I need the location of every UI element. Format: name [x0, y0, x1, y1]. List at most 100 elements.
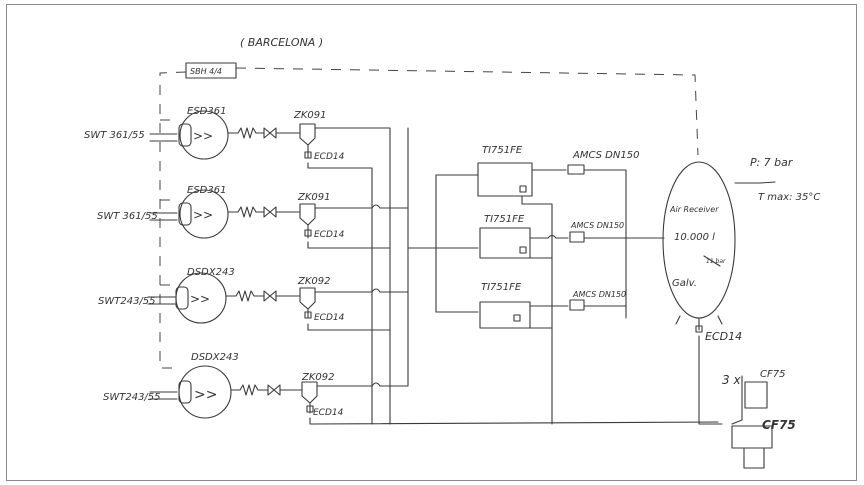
dryer-3-body — [479, 301, 531, 329]
dryer-unit-1: TI751FE AMCS DN150 — [435, 145, 639, 319]
receiver-sensor-icon — [695, 325, 703, 333]
receiver-legs — [675, 315, 723, 325]
controller-3-icon — [569, 299, 585, 311]
dryer-1-label: TI751FE — [482, 145, 523, 156]
compressor-2-sensor-label: ECD14 — [314, 230, 345, 240]
compressor-3-drain-label: ZK092 — [297, 276, 331, 287]
filter-bottom-label: CF75 — [762, 418, 796, 432]
compressor-2-switch-label: SWT 361/55 — [97, 211, 158, 222]
compressor-2-drain-icon — [299, 203, 316, 226]
compressor-4-name: DSDX243 — [191, 352, 239, 363]
controller-1-label: AMCS DN150 — [572, 150, 639, 161]
compressor-2-drain-label: ZK091 — [297, 192, 331, 203]
compressor-3-switch-label: SWT243/55 — [98, 296, 156, 307]
compressor-1-outlet-line — [314, 127, 391, 301]
compressor-1-switch-label: SWT 361/55 — [84, 130, 145, 141]
pressure-label: P: 7 bar — [750, 156, 794, 169]
compressor-3-valve-icon — [263, 290, 277, 302]
dryer-unit-2: TI751FE AMCS DN150 — [435, 214, 665, 259]
compressor-2-hose — [227, 206, 265, 218]
receiver-line-3: 11 bar — [706, 258, 726, 265]
control-dashed-line-top — [235, 67, 699, 156]
dryer-3-label: TI751FE — [481, 282, 522, 293]
compressor-1-sensor-label: ECD14 — [314, 152, 345, 162]
compressor-3-motor — [175, 286, 189, 310]
filter-count-label: 3 x — [722, 373, 741, 387]
location-label: ( BARCELONA ) — [240, 36, 323, 49]
compressor-1-feed-lines — [149, 133, 178, 142]
compressor-1-hose — [227, 127, 265, 139]
compressor-4-outlet-line — [316, 127, 409, 387]
compressor-4-symbol: >> — [194, 387, 217, 403]
compressor-3-name: DSDX243 — [187, 267, 235, 278]
diagram-frame — [6, 4, 857, 481]
filter-top-icon — [744, 381, 768, 409]
compressor-1-drain-line — [307, 162, 373, 397]
compressor-1-symbol: >> — [193, 129, 213, 143]
filter-top-label: CF75 — [760, 369, 785, 380]
filter-base-icon — [743, 447, 765, 469]
receiver-line-1: Air Receiver — [669, 205, 719, 214]
air-receiver: Air Receiver 10.000 l 11 bar Galv. ECD14… — [662, 156, 820, 425]
compressor-1-sensor-icon — [304, 151, 312, 159]
compressor-1-drain-label: ZK091 — [293, 110, 327, 121]
compressor-2-drain-line — [307, 241, 391, 249]
dryer-unit-3: TI751FE AMCS DN150 — [435, 195, 627, 425]
compressor-3-symbol: >> — [190, 292, 210, 306]
dryer-1-drain-icon — [519, 185, 527, 193]
compressor-2-motor — [178, 202, 192, 226]
compressor-4-hose — [230, 384, 269, 396]
controller-2-label: AMCS DN150 — [570, 221, 624, 230]
compressor-3-drain-line — [307, 323, 391, 331]
compressor-4-sensor-label: ECD14 — [313, 408, 344, 418]
compressor-4-sensor-icon — [306, 405, 314, 413]
compressor-3-sensor-label: ECD14 — [314, 313, 345, 323]
controller-1-icon — [567, 164, 585, 175]
dryer-1-body — [477, 162, 533, 197]
compressor-unit-3: SWT243/55 DSDX243 >> ZK092 ECD14 — [98, 267, 409, 331]
dryer-3-drain-icon — [513, 314, 521, 322]
control-panel-box — [185, 62, 237, 79]
compressor-2-valve-icon — [263, 206, 277, 218]
compressor-unit-4: SWT243/55 DSDX243 >> ZK092 ECD14 — [103, 127, 719, 425]
receiver-sensor-label: ECD14 — [705, 330, 742, 343]
control-dashed-branches — [160, 119, 178, 286]
temperature-label: T max: 35°C — [758, 192, 820, 203]
dryer-2-body — [479, 227, 531, 259]
compressor-unit-2: SWT 361/55 ESD361 >> ZK091 ECD14 — [97, 185, 409, 249]
compressor-3-feed-lines — [147, 296, 176, 305]
receiver-drain-line — [698, 335, 723, 425]
dryer-outlet-manifold — [583, 169, 627, 319]
compressor-4-valve-icon — [267, 384, 281, 396]
compressor-2-sensor-icon — [304, 229, 312, 237]
compressor-4-motor — [178, 380, 192, 404]
compressor-1-valve-icon — [263, 127, 277, 139]
compressor-2-feed-lines — [149, 212, 178, 221]
control-panel-label: SBH 4/4 — [190, 67, 222, 76]
compressor-2-symbol: >> — [193, 208, 213, 222]
condensate-collector-line — [309, 417, 719, 425]
dryer-2-drain-icon — [519, 246, 527, 254]
compressor-1-drain-icon — [299, 123, 316, 146]
compressor-1-motor — [178, 123, 192, 147]
compressor-2-body — [179, 189, 229, 239]
compressor-4-feed-lines — [149, 391, 178, 400]
filter-group: 3 x CF75 CF75 — [722, 369, 796, 469]
compressor-1-body — [179, 110, 229, 160]
receiver-line-2: 10.000 l — [674, 232, 715, 243]
compressor-3-drain-icon — [299, 287, 316, 310]
compressor-4-drain-label: ZK092 — [301, 372, 335, 383]
compressor-3-hose — [225, 290, 265, 302]
receiver-line-4: Galv. — [672, 278, 697, 289]
controller-2-icon — [569, 231, 585, 243]
dryer-2-label: TI751FE — [484, 214, 525, 225]
compressor-4-switch-label: SWT243/55 — [103, 392, 161, 403]
controller-3-label: AMCS DN150 — [572, 290, 626, 299]
compressor-unit-1: SWT 361/55 ESD361 >> ZK091 ECD14 — [84, 106, 391, 397]
receiver-outlet-line — [734, 181, 776, 184]
dryer-drain-line — [521, 195, 553, 425]
compressor-4-drain-icon — [301, 381, 318, 404]
compressor-3-sensor-icon — [304, 311, 312, 319]
